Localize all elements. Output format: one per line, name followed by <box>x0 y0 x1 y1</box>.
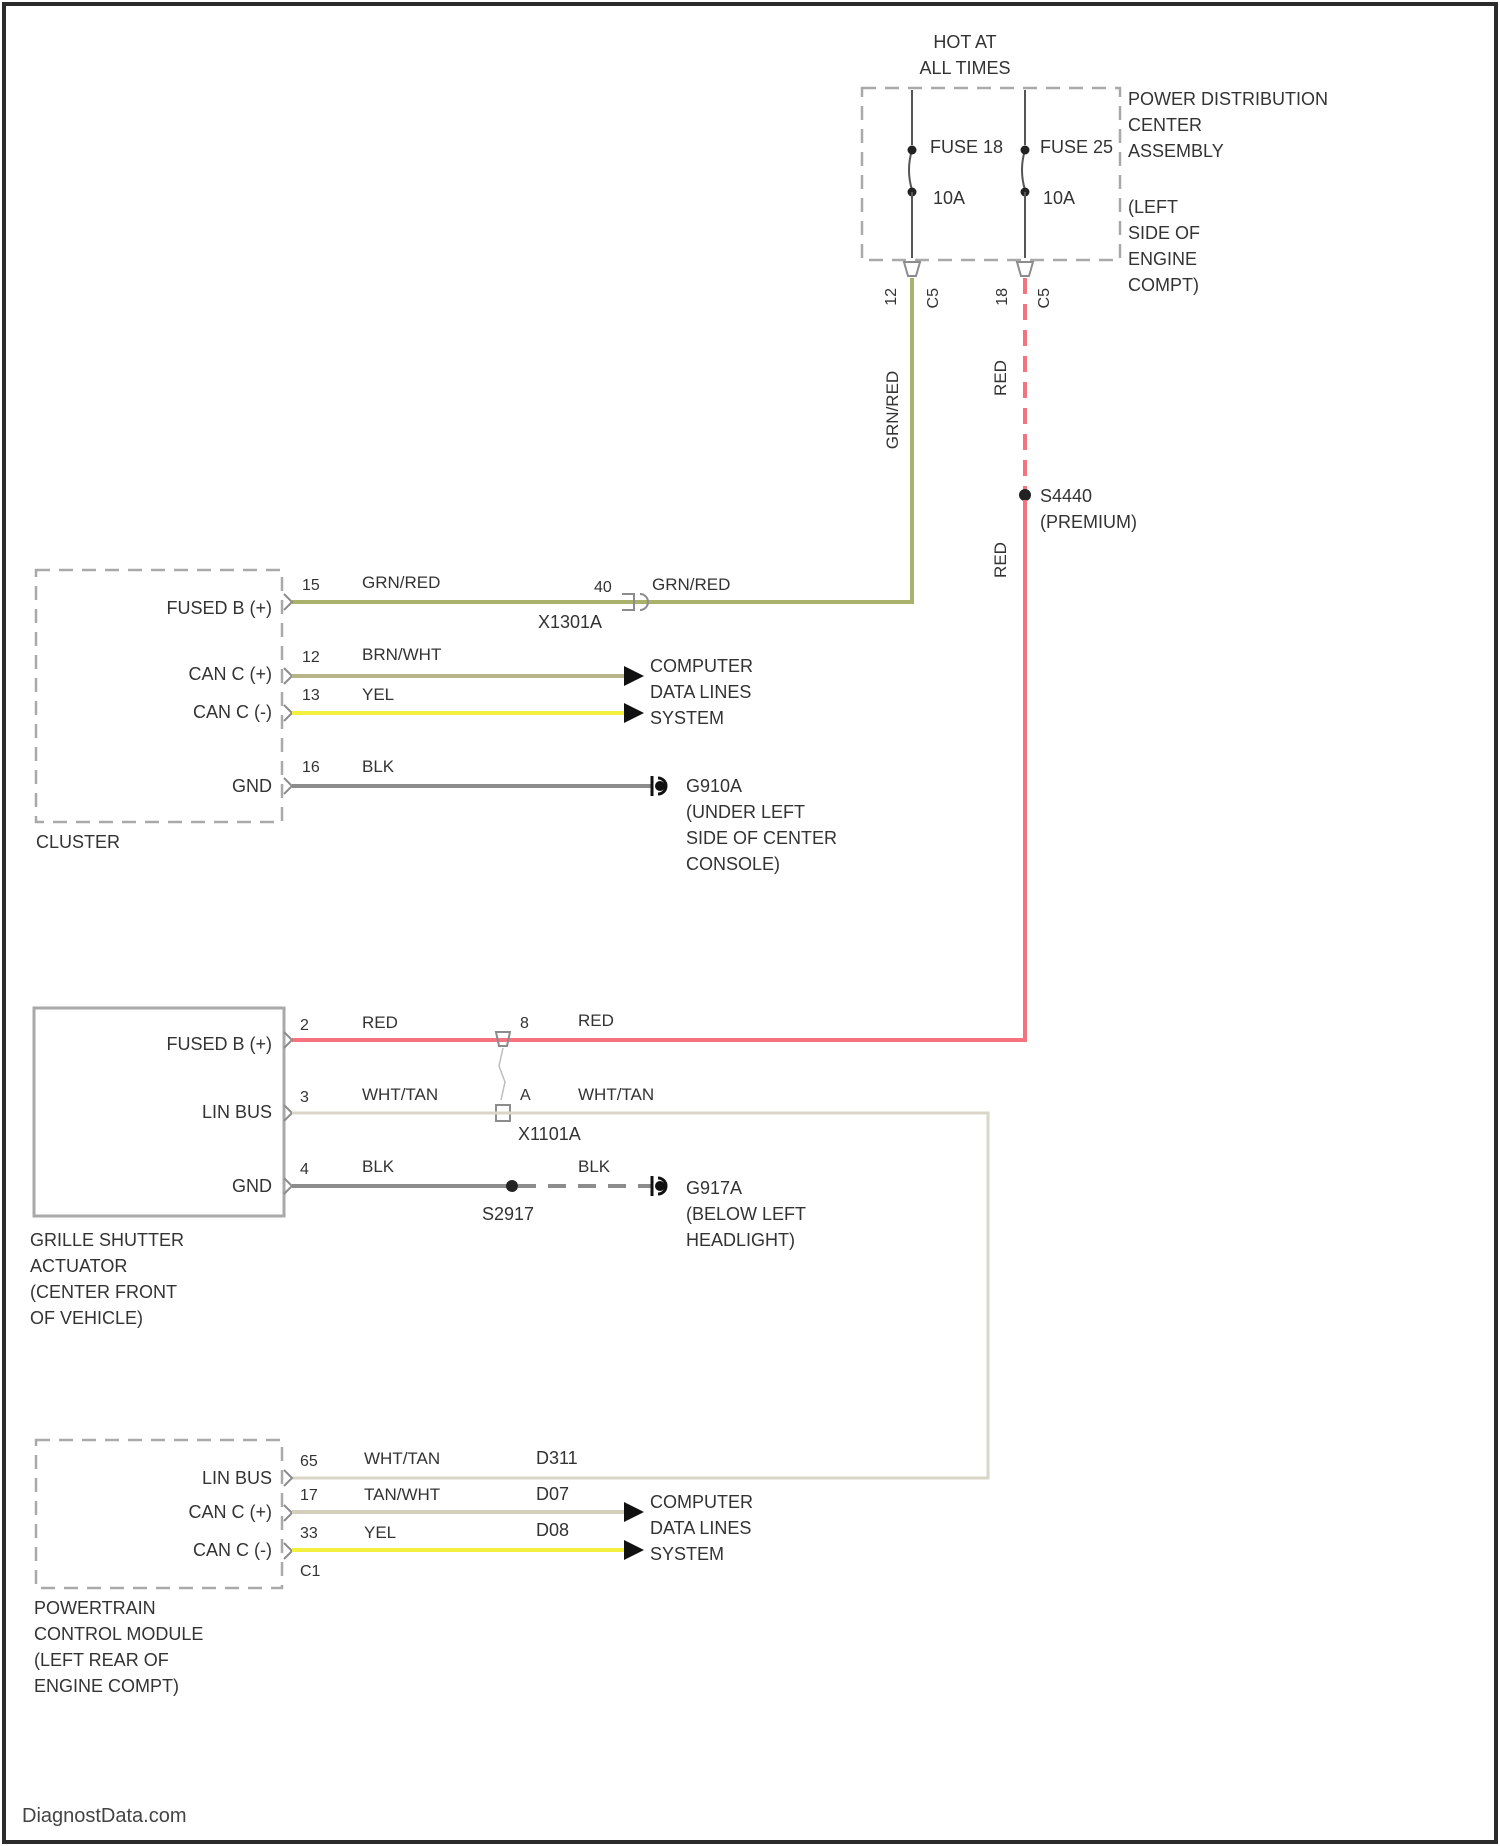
ground-g917a-3: HEADLIGHT) <box>686 1230 795 1250</box>
grille-gnd-label: GND <box>232 1176 272 1196</box>
cluster-pin-12: 12 <box>302 649 320 666</box>
fuse18-label: FUSE 18 <box>930 137 1003 157</box>
pdc-name-1: POWER DISTRIBUTION <box>1128 89 1328 109</box>
fuse25-label: FUSE 25 <box>1040 137 1113 157</box>
pcm-data-lines-3: SYSTEM <box>650 1544 724 1564</box>
pcm-data-lines-1: COMPUTER <box>650 1492 753 1512</box>
grille-name-4: OF VEHICLE) <box>30 1308 143 1328</box>
pdc-pin-right-a: 18 <box>994 288 1011 306</box>
pcm-pin-17: 17 <box>300 1487 318 1504</box>
pcm-name-4: ENGINE COMPT) <box>34 1676 179 1696</box>
pcm-wire-wht-tan: WHT/TAN <box>364 1449 440 1468</box>
grille-wire-red: RED <box>362 1013 398 1032</box>
grille-wire-wht-tan: WHT/TAN <box>362 1085 438 1104</box>
fuse18-top-dot <box>908 146 917 155</box>
pcm-lin-bus-label: LIN BUS <box>202 1468 272 1488</box>
pdc-name-2: CENTER <box>1128 115 1202 135</box>
ground-g910a-1: G910A <box>686 776 742 796</box>
fuse18-amp: 10A <box>933 188 965 208</box>
wire-grn-red-vertical-label: GRN/RED <box>883 371 902 449</box>
connector-x1101a-wire-wht-tan: WHT/TAN <box>578 1085 654 1104</box>
fuse25-top-dot <box>1021 146 1030 155</box>
fuse25-amp: 10A <box>1043 188 1075 208</box>
pcm-pin-33: 33 <box>300 1525 318 1542</box>
connector-x1301a-wire: GRN/RED <box>652 575 730 594</box>
cluster-pin-15: 15 <box>302 577 320 594</box>
connector-x1101a-pin-a: A <box>520 1087 531 1104</box>
cluster-wire-grn-red: GRN/RED <box>362 573 440 592</box>
grille-name-3: (CENTER FRONT <box>30 1282 177 1302</box>
pdc-name-5: SIDE OF <box>1128 223 1200 243</box>
splice-s2917 <box>506 1180 518 1192</box>
watermark: DiagnostData.com <box>22 1805 187 1827</box>
cluster-name: CLUSTER <box>36 832 120 852</box>
grille-wire-blk: BLK <box>362 1157 395 1176</box>
grille-name-2: ACTUATOR <box>30 1256 127 1276</box>
pdc-name-6: ENGINE <box>1128 249 1197 269</box>
pdc-name-7: COMPT) <box>1128 275 1199 295</box>
connector-x1101a-name: X1101A <box>518 1124 581 1144</box>
connector-x1101a-wire-red: RED <box>578 1011 614 1030</box>
cluster-gnd-label: GND <box>232 776 272 796</box>
cluster-data-lines-1: COMPUTER <box>650 656 753 676</box>
pcm-circuit-d07: D07 <box>536 1484 569 1504</box>
cluster-wire-blk: BLK <box>362 757 395 776</box>
cluster-data-lines-2: DATA LINES <box>650 682 751 702</box>
ground-g917a-2: (BELOW LEFT <box>686 1204 806 1224</box>
splice-s4440 <box>1019 489 1031 501</box>
pcm-name-2: CONTROL MODULE <box>34 1624 203 1644</box>
cluster-data-lines-3: SYSTEM <box>650 708 724 728</box>
connector-x1101a-pin-8: 8 <box>520 1015 529 1032</box>
hot-at-label-2: ALL TIMES <box>919 58 1010 78</box>
pdc-name-3: ASSEMBLY <box>1128 141 1224 161</box>
grille-fused-b-label: FUSED B (+) <box>166 1034 272 1054</box>
grille-lin-bus-label: LIN BUS <box>202 1102 272 1122</box>
ground-g910a-dot <box>655 781 665 791</box>
wire-red-lower-label: RED <box>991 542 1010 578</box>
cluster-wire-yel: YEL <box>362 685 394 704</box>
splice-s2917-label: S2917 <box>482 1204 534 1224</box>
splice-s4440-label: S4440 <box>1040 486 1092 506</box>
cluster-pin-16: 16 <box>302 759 320 776</box>
grille-name-1: GRILLE SHUTTER <box>30 1230 184 1250</box>
pcm-circuit-d311: D311 <box>536 1448 578 1468</box>
hot-at-label-1: HOT AT <box>933 32 996 52</box>
pcm-wire-tan-wht: TAN/WHT <box>364 1485 440 1504</box>
grille-gnd-wire-blk-2: BLK <box>578 1157 611 1176</box>
pdc-name-4: (LEFT <box>1128 197 1178 217</box>
pdc-pin-left-b: C5 <box>925 288 942 309</box>
ground-g917a-dot <box>655 1181 665 1191</box>
ground-g910a-2: (UNDER LEFT <box>686 802 805 822</box>
page-frame <box>4 4 1496 1842</box>
splice-s4440-note: (PREMIUM) <box>1040 512 1137 532</box>
pcm-name-3: (LEFT REAR OF <box>34 1650 169 1670</box>
pcm-wire-yel: YEL <box>364 1523 396 1542</box>
pcm-can-c-minus-label: CAN C (-) <box>193 1540 272 1560</box>
pdc-pin-right-b: C5 <box>1036 288 1053 309</box>
pcm-circuit-d08: D08 <box>536 1520 569 1540</box>
wire-red-upper-label: RED <box>991 360 1010 396</box>
ground-g917a-1: G917A <box>686 1178 742 1198</box>
pdc-pin-left-a: 12 <box>883 288 900 306</box>
cluster-fused-b-label: FUSED B (+) <box>166 598 272 618</box>
cluster-wire-brn-wht: BRN/WHT <box>362 645 441 664</box>
grille-pin-2: 2 <box>300 1017 309 1034</box>
cluster-pin-13: 13 <box>302 687 320 704</box>
grille-pin-3: 3 <box>300 1089 309 1106</box>
pcm-data-lines-2: DATA LINES <box>650 1518 751 1538</box>
cluster-can-c-minus-label: CAN C (-) <box>193 702 272 722</box>
pcm-pin-65: 65 <box>300 1453 318 1470</box>
ground-g910a-3: SIDE OF CENTER <box>686 828 837 848</box>
pcm-can-c-plus-label: CAN C (+) <box>188 1502 272 1522</box>
cluster-can-c-plus-label: CAN C (+) <box>188 664 272 684</box>
connector-x1301a-name: X1301A <box>538 612 602 632</box>
grille-pin-4: 4 <box>300 1161 309 1178</box>
connector-x1301a-pin: 40 <box>594 579 612 596</box>
pcm-connector-c1: C1 <box>300 1563 321 1580</box>
pcm-name-1: POWERTRAIN <box>34 1598 156 1618</box>
ground-g910a-4: CONSOLE) <box>686 854 780 874</box>
